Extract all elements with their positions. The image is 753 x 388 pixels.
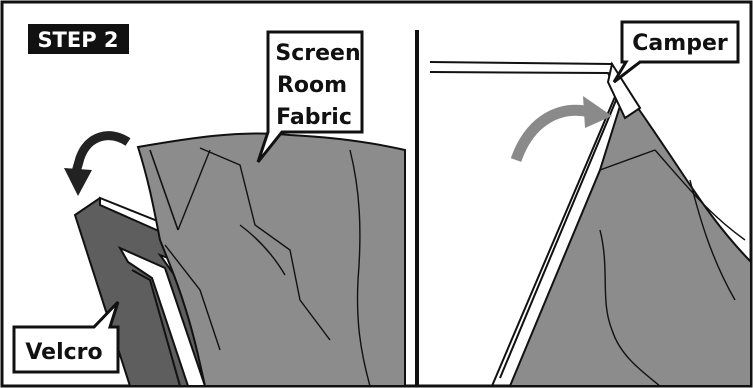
fabric-crease [177,149,211,231]
callout-line-3: Fabric [276,105,352,130]
fabric-crease [164,244,221,351]
camper-window-trim [117,245,207,387]
velcro-callout: Velcro [12,300,120,374]
fabric-crease [599,229,661,387]
fabric-crease [599,149,656,171]
callout-line-1: Screen [275,41,360,66]
curved-arrow-right-icon [510,96,612,162]
left-panel [64,131,406,387]
screen-room-fabric [136,132,406,387]
screen-room-fabric-callout: Screen Room Fabric [256,30,364,163]
camper-callout: Camper [612,20,740,84]
fabric-crease [349,149,371,387]
curved-arrow-left-icon [64,131,131,196]
step-badge-label: STEP 2 [37,28,118,52]
callout-box [256,30,364,163]
fabric-crease [654,149,746,241]
fabric-crease [199,147,331,341]
callout-box [612,20,740,84]
callout-box [12,300,120,374]
screen-room-fabric-attached [508,87,752,387]
fabric-crease [149,149,179,231]
velcro-label: Velcro [25,340,102,365]
camper-window-trim-inner [131,269,181,387]
fabric-crease [239,224,286,276]
step-badge: STEP 2 [28,24,129,54]
fabric-crease [689,179,736,301]
camper-label: Camper [632,31,728,56]
callout-line-2: Room [277,73,347,98]
step-badge-bg [28,24,129,54]
